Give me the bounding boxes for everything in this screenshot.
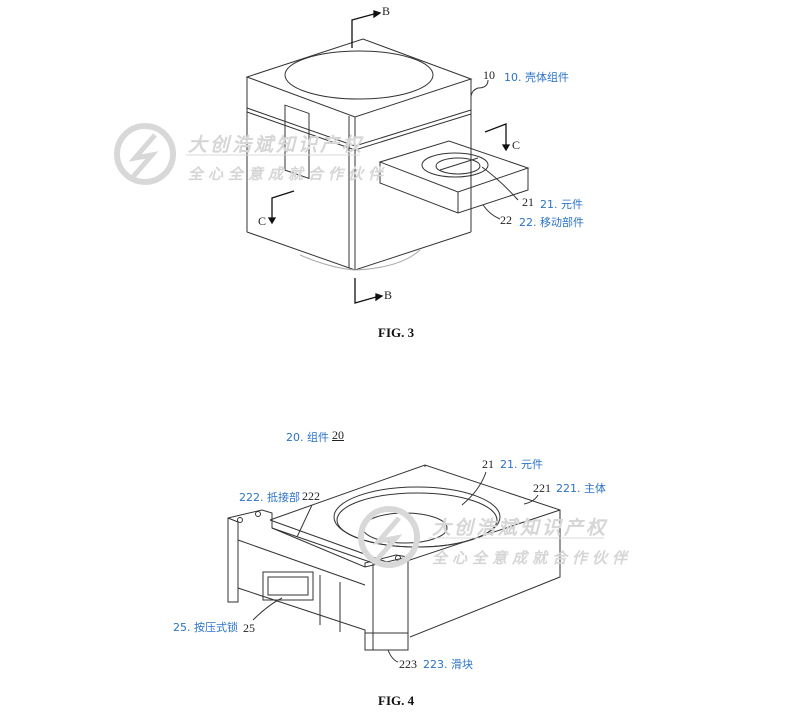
ref-num-221: 221 — [533, 481, 551, 495]
housing-assembly-drawing — [245, 38, 473, 271]
section-mark-b-bottom: B — [384, 288, 393, 302]
moving-part-drawing — [378, 140, 530, 214]
watermark-line1: 大创浩斌知识产权 — [188, 134, 365, 156]
ref-num-222: 222 — [302, 489, 320, 503]
label-221: 221. 主体 — [556, 482, 606, 495]
ref-num-223: 223 — [399, 657, 417, 671]
section-mark-c-right: C — [512, 138, 521, 152]
leader-lines-fig3 — [470, 79, 519, 220]
section-mark-c-left: C — [258, 214, 267, 228]
label-22: 22. 移动部件 — [519, 216, 584, 229]
section-arrows — [267, 10, 511, 304]
assembly-20-drawing — [227, 464, 561, 651]
ref-num-21: 21 — [522, 195, 534, 209]
watermark-line2-fig4: 全心全意成就合作伙伴 — [432, 549, 633, 567]
watermark-logo — [114, 123, 604, 568]
ref-num-10: 10 — [483, 68, 495, 82]
ref-num-20: 20 — [332, 428, 344, 442]
label-222: 222. 抵接部 — [239, 491, 300, 504]
label-10: 10. 壳体组件 — [504, 71, 569, 84]
label-21: 21. 元件 — [540, 198, 583, 211]
leader-lines-fig4 — [252, 471, 539, 663]
ref-num-21-fig4: 21 — [482, 457, 494, 471]
caption-fig3: FIG. 3 — [378, 325, 415, 340]
label-20: 20. 组件 — [286, 431, 329, 444]
watermark-line1-fig4: 大创浩斌知识产权 — [432, 517, 609, 539]
label-223: 223. 滑块 — [423, 658, 473, 671]
watermark-line2: 全心全意成就合作伙伴 — [188, 165, 389, 183]
ref-num-22: 22 — [500, 213, 512, 227]
label-25: 25. 按压式锁 — [173, 621, 238, 634]
label-21-fig4: 21. 元件 — [500, 458, 543, 471]
section-mark-b-top: B — [382, 4, 391, 18]
caption-fig4: FIG. 4 — [378, 693, 415, 708]
ref-num-25: 25 — [243, 621, 255, 635]
